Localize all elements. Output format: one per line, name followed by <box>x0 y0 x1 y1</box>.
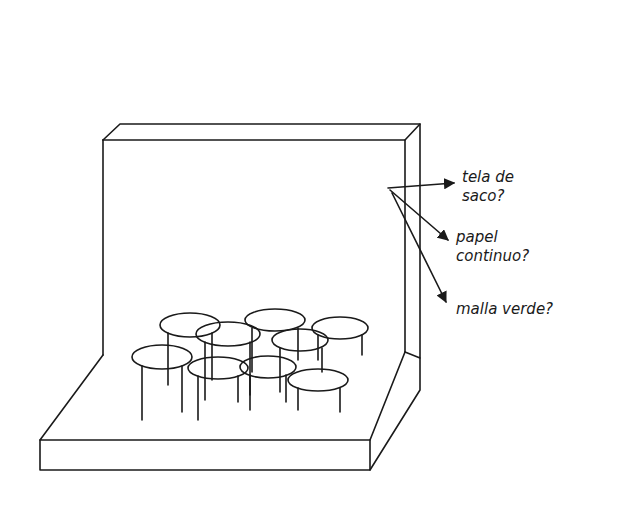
leader-arrows <box>388 183 454 302</box>
stools <box>132 309 368 420</box>
back-wall <box>103 124 420 358</box>
annotation-label: tela de saco? <box>462 168 534 206</box>
base-platform <box>40 352 420 470</box>
annotation-label: papel continuo? <box>456 228 546 266</box>
annotation-label: malla verde? <box>456 300 596 319</box>
